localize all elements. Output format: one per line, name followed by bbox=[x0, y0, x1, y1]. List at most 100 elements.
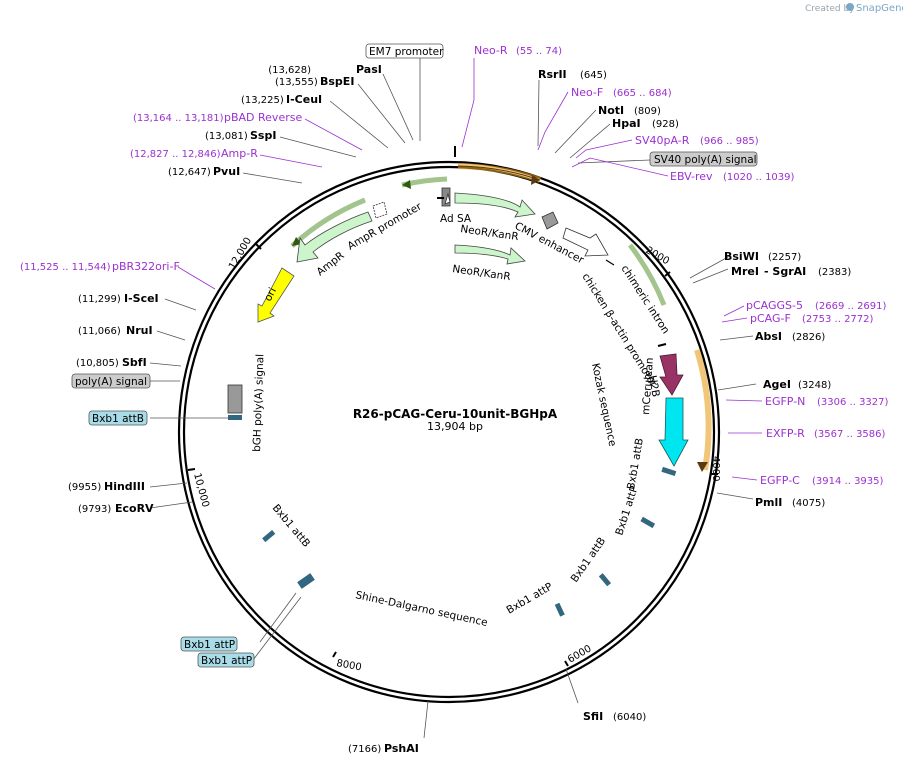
site-name: HpaI bbox=[612, 117, 641, 130]
credit-brand: SnapGene bbox=[856, 3, 903, 14]
feature-label: Shine-Dalgarno sequence bbox=[354, 589, 488, 629]
site-position: (10,805) bbox=[76, 358, 119, 369]
site-position: (928) bbox=[652, 119, 679, 130]
primer-position: (966 .. 985) bbox=[700, 136, 759, 147]
primer-labels: Neo-R (55 .. 74) Neo-F (665 .. 684) SV40… bbox=[20, 44, 889, 487]
boxed-label: Bxb1 attB bbox=[92, 413, 144, 425]
primer-name: Neo-R bbox=[474, 44, 508, 57]
boxed-label: Bxb1 attP bbox=[184, 639, 235, 651]
primer-name: SV40pA-R bbox=[635, 134, 690, 147]
boxed-label: EM7 promoter bbox=[369, 46, 444, 58]
site-position: (2383) bbox=[818, 267, 851, 278]
site-position: (2257) bbox=[768, 252, 801, 263]
primer-name: Amp-R bbox=[221, 147, 258, 160]
site-name: PvuI bbox=[213, 165, 240, 178]
primer-position: (2753 .. 2772) bbox=[802, 314, 874, 325]
site-name: EcoRV bbox=[115, 502, 154, 515]
primer-position: (3914 .. 3935) bbox=[812, 476, 884, 487]
site-name: I-CeuI bbox=[286, 93, 322, 106]
feature-label: NeoR/KanR bbox=[460, 223, 520, 243]
tick-marks bbox=[187, 146, 718, 667]
site-name: SfiI bbox=[583, 710, 603, 723]
site-position: (645) bbox=[580, 70, 607, 81]
snapgene-logo-icon bbox=[846, 3, 854, 11]
site-position: (9955) bbox=[68, 482, 101, 493]
feature-label: H2B bbox=[646, 374, 662, 398]
site-position: (11,299) bbox=[78, 294, 121, 305]
site-name: NotI bbox=[598, 104, 624, 117]
primer-position: (3306 .. 3327) bbox=[817, 397, 889, 408]
primer-position: (1020 .. 1039) bbox=[723, 172, 795, 183]
feature-label: ori bbox=[262, 286, 279, 304]
feature-arcs bbox=[227, 163, 712, 617]
feature-label: Ad SA bbox=[440, 213, 472, 225]
primer-name: Neo-F bbox=[571, 86, 603, 99]
site-name: SbfI bbox=[122, 356, 147, 369]
feature-label: Bxb1 attP bbox=[613, 485, 640, 537]
site-position: (13,081) bbox=[205, 131, 248, 142]
site-name: I-SceI bbox=[124, 292, 159, 305]
feature-label: NeoR/KanR bbox=[452, 263, 512, 283]
backbone bbox=[177, 160, 721, 704]
feature-label: Bxb1 attB bbox=[270, 502, 313, 550]
site-name: SspI bbox=[250, 129, 276, 142]
plasmid-name: R26-pCAG-Ceru-10unit-BGHpA bbox=[353, 407, 558, 421]
primer-name: EBV-rev bbox=[670, 170, 713, 183]
primer-leaders bbox=[177, 58, 763, 481]
site-position: (12,647) bbox=[168, 167, 211, 178]
primer-position: (55 .. 74) bbox=[516, 46, 562, 57]
site-name: RsrII bbox=[538, 68, 567, 81]
site-name: PmlI bbox=[755, 496, 782, 509]
primer-position: (2669 .. 2691) bbox=[815, 301, 887, 312]
primer-position: (665 .. 684) bbox=[613, 88, 672, 99]
site-position: (6040) bbox=[613, 712, 646, 723]
site-name: AgeI bbox=[763, 378, 791, 391]
site-name: BsiWI bbox=[724, 250, 759, 263]
site-position: (7166) bbox=[348, 744, 381, 755]
site-position: (13,225) bbox=[241, 95, 284, 106]
tick-label: 8000 bbox=[335, 658, 362, 673]
primer-name: pCAG-F bbox=[750, 312, 791, 325]
primer-name: pCAGGS-5 bbox=[746, 299, 803, 312]
primer-position: (12,827 .. 12,846) bbox=[130, 149, 221, 160]
feature-label: Kozak sequence bbox=[589, 362, 618, 447]
boxed-label: Bxb1 attP bbox=[201, 655, 252, 667]
primer-name: EXFP-R bbox=[766, 427, 805, 440]
tick-label: 4000 bbox=[710, 456, 721, 481]
feature-label: Bxb1 attB bbox=[625, 437, 646, 490]
site-position: (13,555) bbox=[275, 77, 318, 88]
credit-prefix: Created by bbox=[805, 4, 855, 14]
site-position: (809) bbox=[634, 106, 661, 117]
site-position: (2826) bbox=[792, 332, 825, 343]
site-name: HindIII bbox=[104, 480, 145, 493]
tick-label: 12,000 bbox=[227, 236, 254, 272]
site-name: AbsI bbox=[755, 330, 782, 343]
feature-label: Bxb1 attP bbox=[505, 581, 555, 617]
primer-position: (3567 .. 3586) bbox=[814, 429, 886, 440]
boxed-label: SV40 poly(A) signal bbox=[654, 154, 757, 166]
primer-name: EGFP-C bbox=[760, 474, 800, 487]
site-name: PshAI bbox=[384, 742, 419, 755]
site-name: - SgrAI bbox=[764, 265, 806, 278]
site-labels: (13,628) PasI (13,555) BspEI (13,225) I-… bbox=[68, 63, 851, 755]
feature-label: AmpR bbox=[314, 250, 346, 279]
site-name: BspEI bbox=[320, 75, 354, 88]
primer-position: (13,164 .. 13,181) bbox=[133, 113, 224, 124]
site-position: (4075) bbox=[792, 498, 825, 509]
site-name: MreI bbox=[731, 265, 759, 278]
feature-label: mCerulean bbox=[640, 357, 656, 415]
site-position: (13,628) bbox=[268, 65, 311, 76]
primer-name: pBAD Reverse bbox=[224, 111, 302, 124]
plasmid-length: 13,904 bp bbox=[427, 420, 483, 433]
site-position: (9793) bbox=[78, 504, 111, 515]
site-name: NruI bbox=[126, 324, 153, 337]
primer-name: EGFP-N bbox=[765, 395, 805, 408]
primer-position: (11,525 .. 11,544) bbox=[20, 262, 111, 273]
feature-label: bGH poly(A) signal bbox=[251, 354, 266, 452]
site-position: (11,066) bbox=[78, 326, 121, 337]
boxed-label: poly(A) signal bbox=[75, 376, 147, 388]
site-name: PasI bbox=[356, 63, 382, 76]
boxed-labels: EM7 promoter SV40 poly(A) signal poly(A)… bbox=[71, 43, 758, 668]
tick-label: 2000 bbox=[644, 245, 672, 267]
